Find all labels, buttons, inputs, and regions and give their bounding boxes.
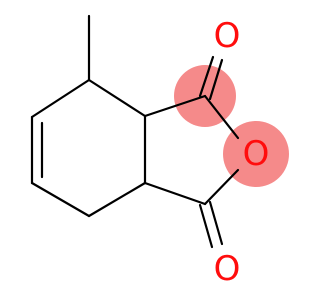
bond-c3-o-top-a bbox=[198, 55, 215, 98]
bond-c1-o-bottom-b bbox=[208, 200, 224, 246]
oxygen-carbonyl-bottom-label: O bbox=[214, 249, 241, 289]
bond-c3-o-ring bbox=[203, 94, 240, 140]
oxygen-carbonyl-top-label: O bbox=[214, 16, 241, 56]
oxygen-ring-label: O bbox=[243, 134, 270, 174]
bond-c4-c5 bbox=[30, 78, 91, 119]
bond-c1-c7a bbox=[143, 181, 207, 206]
molecule-diagram: O O O bbox=[30, 14, 289, 289]
ring-oxygen-highlight bbox=[223, 121, 289, 187]
bond-c7-c7a bbox=[87, 181, 147, 218]
bond-c6-c7 bbox=[30, 181, 91, 218]
bond-c1-o-bottom-a bbox=[198, 203, 214, 249]
bond-c3a-c3 bbox=[143, 94, 207, 118]
bond-c3-o-top-b bbox=[208, 58, 224, 101]
bond-c3a-c4 bbox=[87, 78, 147, 118]
bond-o-ring-c1 bbox=[203, 168, 240, 206]
